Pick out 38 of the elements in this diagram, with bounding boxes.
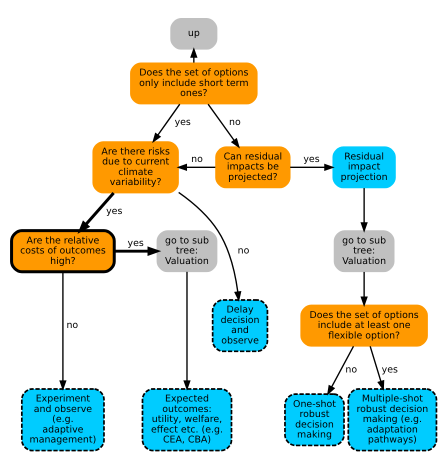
edge-label: no xyxy=(66,320,78,332)
arrow xyxy=(59,272,67,391)
node-box: Expected outcomes: utility, welfare, effect etc. (e.g. CEA, CBA) xyxy=(142,388,232,452)
edge-label: yes xyxy=(303,154,320,166)
edge-label: no xyxy=(229,117,241,128)
node-box: One-shot robust decision making xyxy=(284,393,345,446)
node-box: go to sub tree: Valuation xyxy=(156,230,218,272)
arrow xyxy=(178,192,242,302)
node-box: Residual impact projection xyxy=(332,146,396,188)
node-box: Multiple-shot robust decision making (e.g. adaptation pathways) xyxy=(347,388,438,452)
arrow xyxy=(290,164,335,171)
arrow xyxy=(326,346,354,396)
arrow xyxy=(360,272,368,307)
arrow xyxy=(77,192,115,234)
edge-label: no xyxy=(191,154,203,166)
node-box: Does the set of options only include short term ones? xyxy=(130,62,258,104)
arrow xyxy=(208,104,240,148)
arrow xyxy=(370,346,384,391)
edge-label: yes xyxy=(174,117,191,128)
arrow xyxy=(183,272,191,391)
arrow xyxy=(190,47,198,63)
edge-label: yes xyxy=(128,238,144,249)
edge-label: no xyxy=(238,246,250,257)
node-box: Experiment and observe (e.g. adaptive management) xyxy=(20,388,105,452)
edge-label: yes xyxy=(382,364,398,376)
arrow xyxy=(114,246,162,256)
edge-label: no xyxy=(345,364,358,376)
node-box: up xyxy=(170,18,218,50)
node-box: Can residual impacts be projected? xyxy=(215,146,291,188)
edge-label: yes xyxy=(106,206,122,218)
arrow xyxy=(152,104,180,144)
node-box: go to sub tree: Valuation xyxy=(334,230,394,272)
node-box: Are there risks due to current climate variability? xyxy=(92,141,179,194)
arrow xyxy=(360,188,368,233)
node-box: Are the relative costs of outcomes high? xyxy=(10,229,116,274)
arrow xyxy=(176,164,216,171)
node-box: Delay decision and observe xyxy=(212,299,268,352)
node-box: Does the set of options include at least one flexible option? xyxy=(300,304,428,347)
